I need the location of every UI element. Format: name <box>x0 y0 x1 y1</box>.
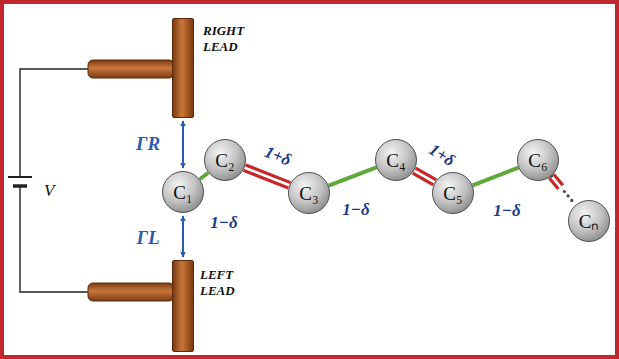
double-bond-gap <box>414 171 435 183</box>
atom-label: C₄ <box>386 151 405 170</box>
coupling-arrow <box>183 216 184 257</box>
atom-label: Cₙ <box>579 212 600 231</box>
bond-line <box>329 167 377 185</box>
bond-line <box>414 171 435 183</box>
bond-line <box>200 173 209 180</box>
atom-label: C₂ <box>215 151 234 170</box>
single-bond <box>473 168 519 186</box>
double-bond-gap <box>245 168 290 186</box>
lead-stem <box>88 60 174 78</box>
wire <box>20 69 94 177</box>
bond-line <box>551 176 575 205</box>
voltage-label: V <box>44 182 54 199</box>
carbon-atom: C₂ <box>204 139 246 181</box>
hopping-label: 1−δ <box>342 201 370 218</box>
hopping-label: 1+δ <box>262 143 293 169</box>
carbon-atom: Cₙ <box>568 200 610 242</box>
electrode-lead: RIGHT LEAD <box>172 18 194 118</box>
double-bond <box>245 168 290 186</box>
lead-stem <box>88 283 174 301</box>
carbon-atom: C₅ <box>432 172 474 214</box>
double-bond-gap <box>551 176 575 205</box>
coupling-arrow <box>182 121 184 168</box>
coupling-arrow <box>183 121 184 168</box>
battery-plate <box>8 176 32 178</box>
atom-label: C₆ <box>528 151 547 170</box>
carbon-atom: C₃ <box>288 172 330 214</box>
double-bond <box>414 171 435 183</box>
carbon-atom: C₁ <box>162 171 204 213</box>
atom-label: C₅ <box>443 184 462 203</box>
hopping-label: 1−δ <box>493 202 521 219</box>
electrode-lead: LEFT LEAD <box>172 260 194 352</box>
battery-plate <box>13 184 27 188</box>
atom-label: C₃ <box>299 184 318 203</box>
lead-name: RIGHT LEAD <box>203 23 263 54</box>
single-bond <box>329 167 377 185</box>
continuation-dots <box>551 176 575 205</box>
bond-line <box>473 168 519 186</box>
lead-name: LEFT LEAD <box>200 267 260 298</box>
carbon-atom: C₆ <box>517 139 559 181</box>
coupling-label: ΓL <box>136 228 159 247</box>
wire <box>20 186 94 292</box>
hopping-label: 1−δ <box>210 214 238 231</box>
atom-label: C₁ <box>173 183 192 202</box>
coupling-label: ΓR <box>136 134 160 153</box>
double-bond <box>551 176 575 205</box>
carbon-atom: C₄ <box>375 139 417 181</box>
bond-line <box>245 168 290 186</box>
hopping-label: 1+δ <box>426 141 458 170</box>
single-bond <box>200 173 209 180</box>
coupling-arrow <box>182 216 184 257</box>
